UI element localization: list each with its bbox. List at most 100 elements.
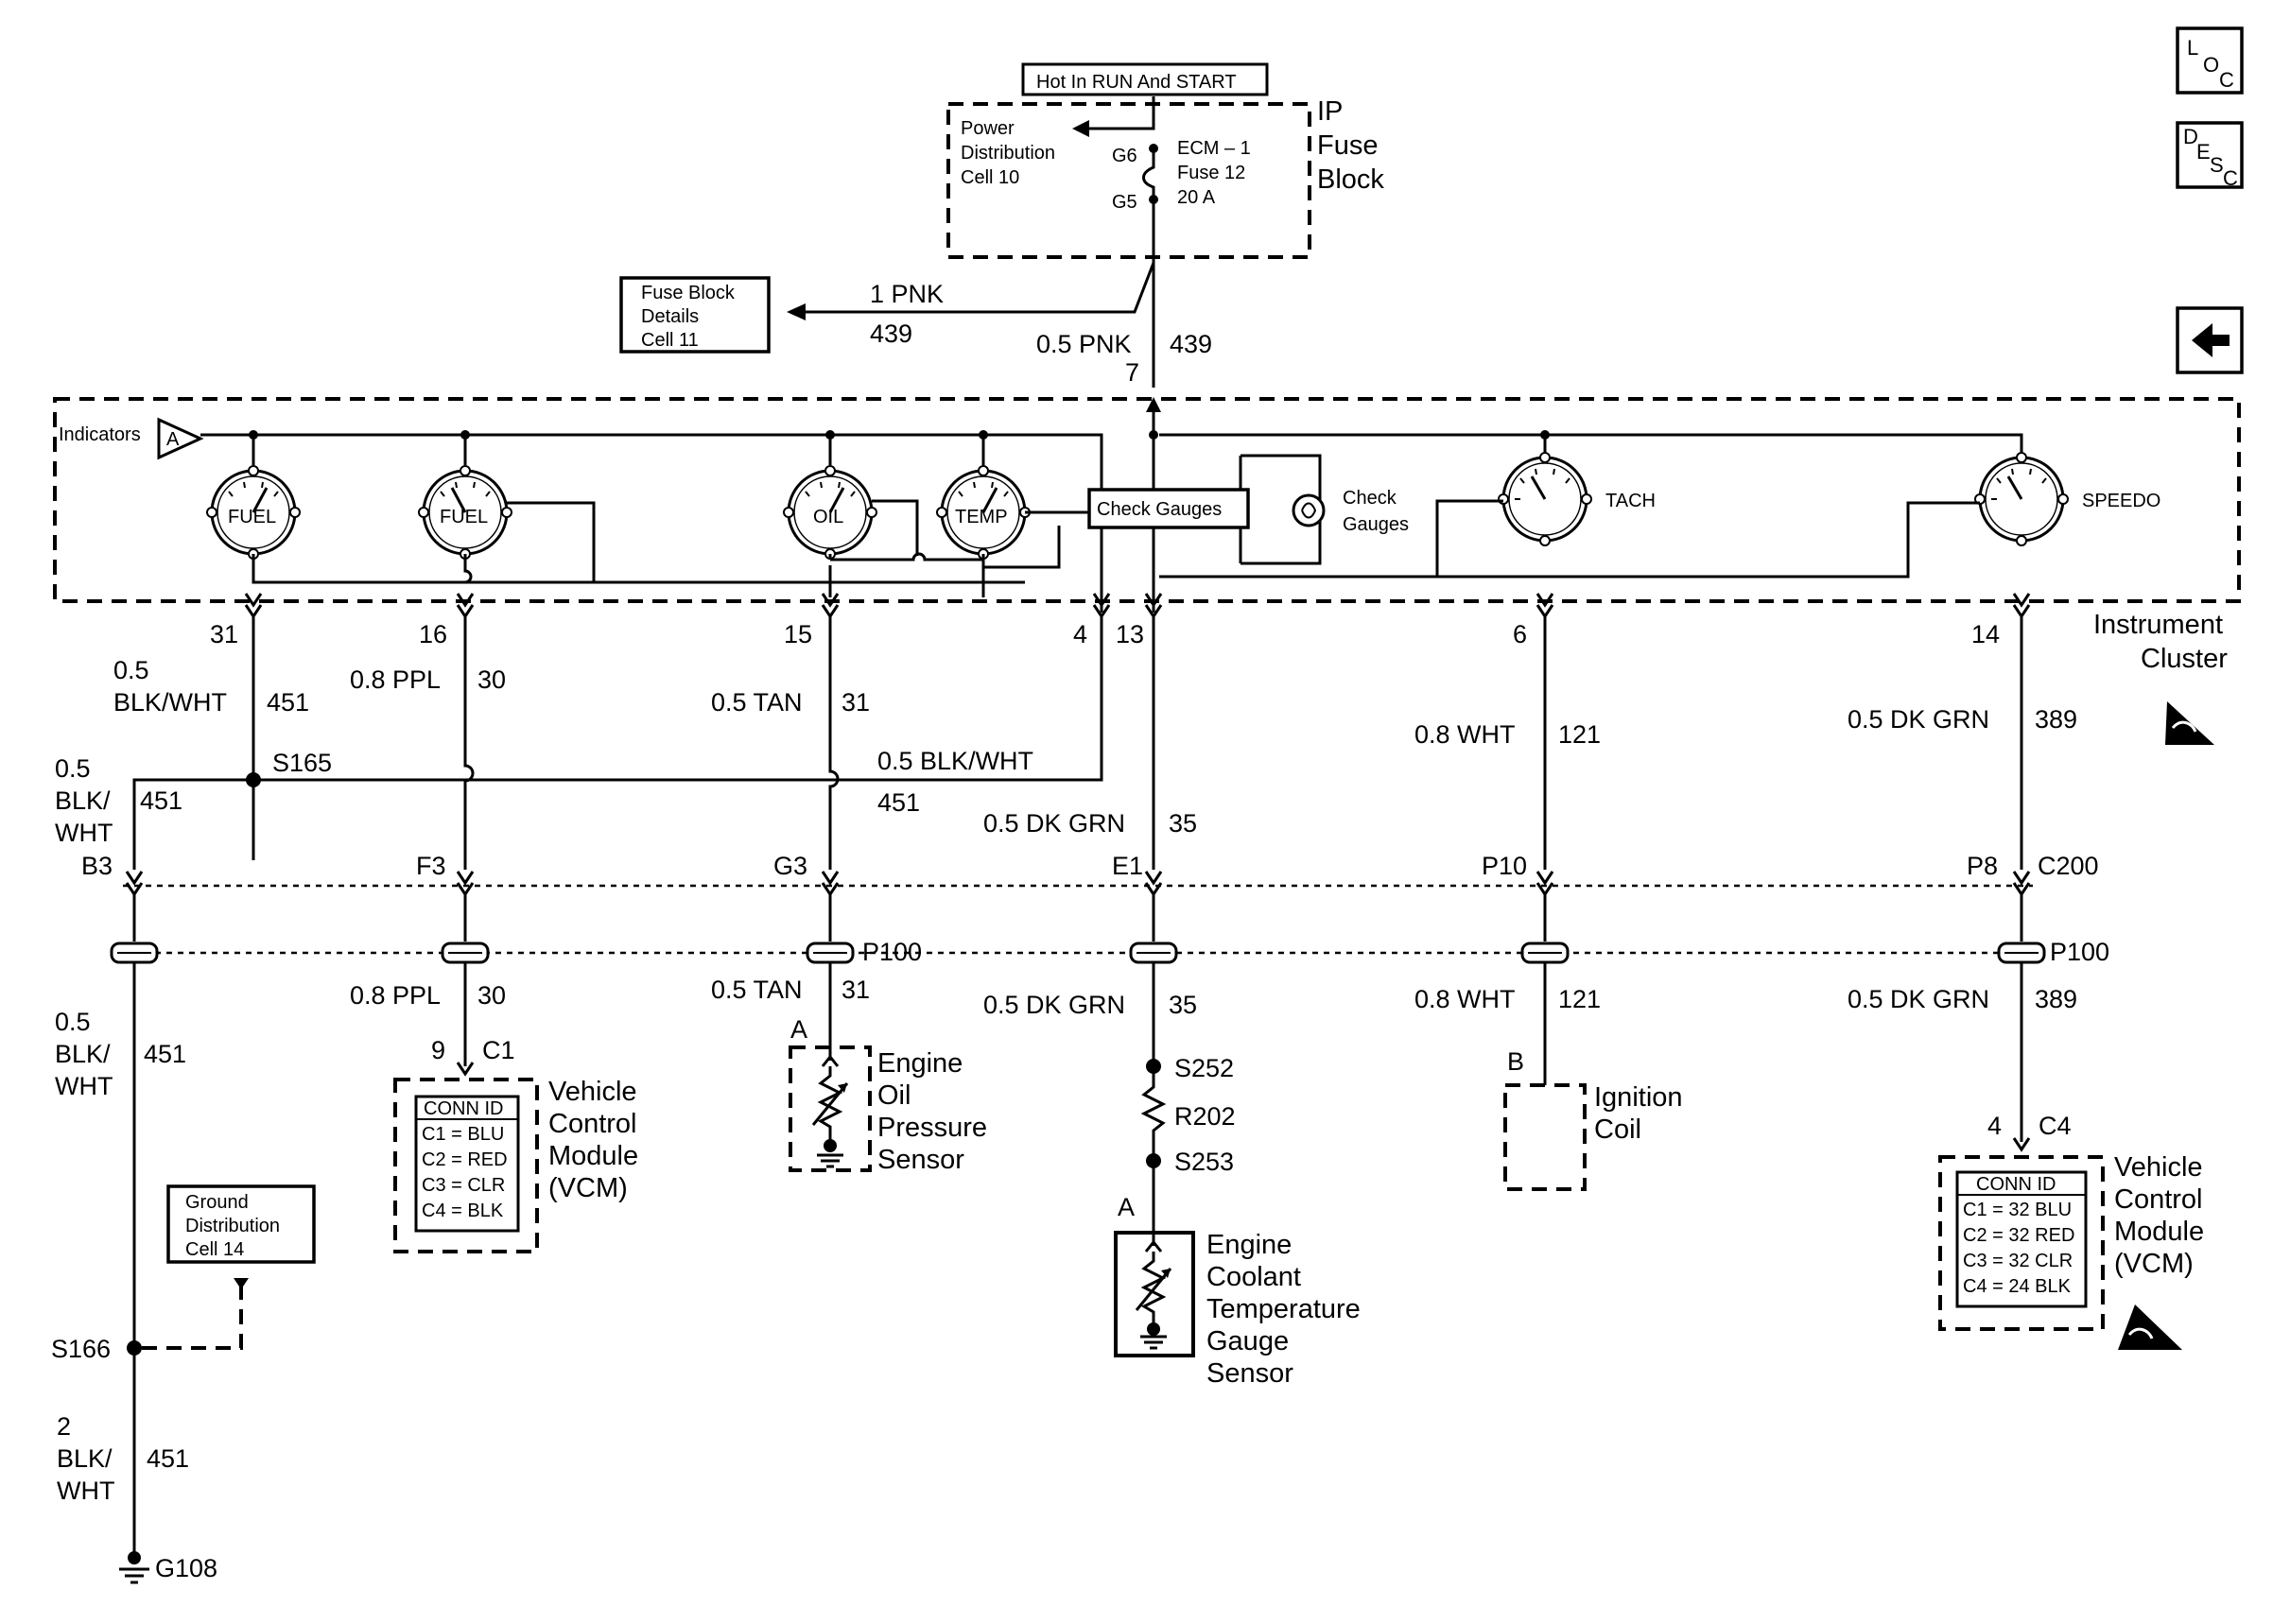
- ip-fuse-block-name-3: Block: [1317, 164, 1384, 195]
- pin-16: 16: [419, 620, 447, 648]
- oil-sensor-name-4: Sensor: [877, 1145, 964, 1175]
- vcm-right-conn-id-table: CONN ID C1 = 32 BLU C2 = 32 RED C3 = 32 …: [1955, 1170, 2088, 1308]
- bottom-wire-color-2: WHT: [57, 1477, 114, 1505]
- svg-text:Distribution: Distribution: [961, 143, 1055, 164]
- left-wire-size: 0.5: [55, 754, 91, 783]
- loc-button[interactable]: L O C: [2176, 26, 2244, 95]
- lower-wire-30-label: 0.8 PPL: [350, 981, 441, 1010]
- resistor-r202: R202: [1174, 1102, 1236, 1131]
- c200-pin-g3: G3: [773, 852, 807, 880]
- wire-30-circuit: 30: [477, 665, 506, 694]
- coolant-sensor-name-1: Engine: [1206, 1230, 1292, 1260]
- bottom-wire-color-1: BLK/: [57, 1444, 113, 1473]
- ground-distribution-ref[interactable]: Ground Distribution Cell 14: [166, 1184, 316, 1264]
- coolant-sensor-ref: A: [1118, 1193, 1135, 1221]
- back-button[interactable]: [2176, 306, 2244, 374]
- pin-14: 14: [1971, 620, 2000, 648]
- wire-451-size: 0.5: [113, 656, 149, 684]
- vcm-right-pin: 4: [1987, 1112, 2002, 1140]
- esd-warning-icon-vcm: [2118, 1304, 2182, 1350]
- fuse-name: ECM – 1: [1177, 138, 1251, 159]
- vcm-left-name-1: Vehicle: [548, 1077, 637, 1107]
- svg-text:A: A: [166, 429, 180, 450]
- svg-text:TEMP: TEMP: [955, 507, 1008, 527]
- oil-sensor-ref: A: [790, 1015, 807, 1044]
- vcm-right-name-4: (VCM): [2114, 1249, 2194, 1279]
- vcm-right-name-1: Vehicle: [2114, 1152, 2203, 1183]
- wire-389-label: 0.5 DK GRN: [1848, 705, 1989, 734]
- tach-label: TACH: [1605, 491, 1656, 511]
- svg-text:C4 = BLK: C4 = BLK: [422, 1201, 504, 1221]
- power-distribution-ref[interactable]: Power Distribution Cell 10: [961, 118, 1055, 188]
- svg-text:CONN ID: CONN ID: [1976, 1174, 2056, 1195]
- wire-blk-wht-label: 0.5 BLK/WHT: [877, 747, 1033, 775]
- p100-label-left: P100: [862, 938, 922, 966]
- svg-text:C3 = 32 CLR: C3 = 32 CLR: [1963, 1251, 2073, 1271]
- desc-letter-2: E: [2196, 140, 2211, 164]
- wire-30-label: 0.8 PPL: [350, 665, 441, 694]
- ignition-coil-name-2: Coil: [1594, 1114, 1641, 1145]
- svg-text:C1 = 32 BLU: C1 = 32 BLU: [1963, 1200, 2072, 1220]
- speedo-gauge: [1974, 452, 2069, 546]
- desc-button[interactable]: D E S C: [2176, 121, 2244, 190]
- svg-text:Fuse Block: Fuse Block: [641, 283, 736, 303]
- left-wire-circuit: 451: [140, 786, 182, 815]
- wire-121-label: 0.8 WHT: [1414, 720, 1516, 749]
- splice-s166: S166: [51, 1335, 111, 1363]
- svg-text:FUEL: FUEL: [440, 507, 488, 527]
- ignition-coil-box: [1503, 1083, 1587, 1191]
- pin-6: 6: [1513, 620, 1527, 648]
- pin-4: 4: [1073, 620, 1087, 648]
- svg-text:C3 = CLR: C3 = CLR: [422, 1175, 505, 1196]
- bottom-wire-circuit: 451: [147, 1444, 189, 1473]
- coolant-sensor-icon: [1135, 1225, 1172, 1350]
- coolant-sensor-name-5: Sensor: [1206, 1358, 1293, 1389]
- coolant-sensor-name-3: Temperature: [1206, 1294, 1361, 1324]
- pin-7: 7: [1125, 358, 1139, 387]
- wire-35-label: 0.5 DK GRN: [983, 809, 1125, 838]
- c200-pin-p10: P10: [1482, 852, 1527, 880]
- indicators-ref-flag[interactable]: A: [157, 417, 204, 460]
- lower-left-wire-color-2: WHT: [55, 1072, 113, 1100]
- vcm-left-boundary: [393, 1078, 539, 1253]
- lower-wire-389-label: 0.5 DK GRN: [1848, 985, 1989, 1013]
- coolant-sensor-name-2: Coolant: [1206, 1262, 1301, 1292]
- loc-letter-2: O: [2203, 53, 2219, 77]
- pin-15: 15: [784, 620, 812, 648]
- coolant-sensor-name-4: Gauge: [1206, 1326, 1289, 1356]
- ignition-coil-ref: B: [1507, 1047, 1524, 1076]
- ip-fuse-block-name-1: IP: [1317, 96, 1343, 127]
- temp-gauge: TEMP: [936, 465, 1031, 560]
- svg-text:Power: Power: [961, 118, 1015, 139]
- hot-in-run-label-box: Hot In RUN And START: [1021, 62, 1269, 96]
- check-gauges-lamp: Check Gauges: [1292, 488, 1409, 535]
- oil-sensor-name-1: Engine: [877, 1048, 963, 1079]
- oil-sensor-icon: [811, 1047, 849, 1168]
- splice-s253: S253: [1174, 1148, 1234, 1176]
- wire-1-pnk: 1 PNK: [870, 280, 944, 308]
- vcm-left-name-3: Module: [548, 1141, 638, 1171]
- left-wire-color-2: WHT: [55, 819, 113, 847]
- svg-text:Ground: Ground: [185, 1192, 249, 1213]
- svg-text:Gauges: Gauges: [1343, 514, 1409, 535]
- loc-letter-3: C: [2219, 68, 2234, 92]
- left-wire-color-1: BLK/: [55, 786, 111, 815]
- left-arrow-icon: [2192, 323, 2230, 357]
- pin-g6: G6: [1112, 146, 1137, 166]
- lower-left-wire-circuit: 451: [144, 1040, 186, 1068]
- wire-451-color: BLK/WHT: [113, 688, 227, 717]
- pin-13: 13: [1116, 620, 1144, 648]
- svg-text:Check Gauges: Check Gauges: [1097, 499, 1222, 520]
- instrument-cluster-name-2: Cluster: [2141, 644, 2228, 674]
- svg-text:Cell 11: Cell 11: [641, 330, 699, 351]
- lower-wire-35-label: 0.5 DK GRN: [983, 991, 1125, 1019]
- oil-gauge: OIL: [783, 465, 877, 560]
- hot-in-run-label: Hot In RUN And START: [1036, 72, 1237, 93]
- lower-left-wire-size: 0.5: [55, 1008, 91, 1036]
- p100-label-right: P100: [2050, 938, 2109, 966]
- c200-pin-f3: F3: [416, 852, 446, 880]
- fuse-block-details-ref[interactable]: Fuse Block Details Cell 11: [619, 276, 771, 354]
- vcm-right-connector: C4: [2039, 1112, 2072, 1140]
- svg-text:C1 = BLU: C1 = BLU: [422, 1124, 504, 1145]
